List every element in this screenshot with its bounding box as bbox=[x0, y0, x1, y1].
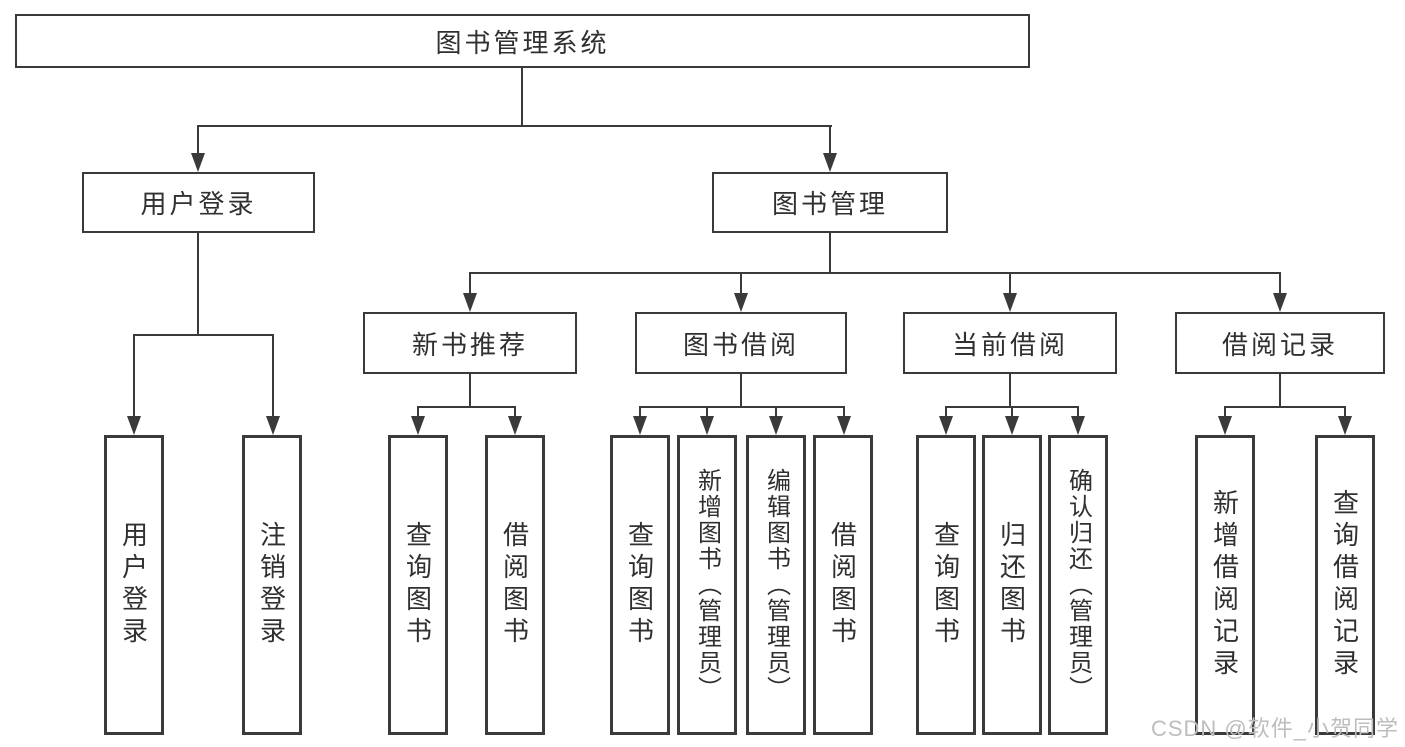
leaf-query-books-recommend-label: 查询图书 bbox=[402, 521, 433, 649]
connector-line bbox=[740, 272, 742, 299]
connector-line bbox=[740, 374, 742, 408]
connector-line bbox=[197, 125, 199, 155]
arrow-down-icon bbox=[939, 416, 953, 435]
leaf-user-login: 用户登录 bbox=[104, 435, 164, 735]
leaf-query-books-borrow: 查询图书 bbox=[610, 435, 670, 735]
connector-line bbox=[1224, 406, 1346, 408]
arrow-down-icon bbox=[1338, 416, 1352, 435]
connector-line bbox=[197, 125, 832, 127]
connector-line bbox=[1344, 406, 1346, 418]
node-new-book-recommend-label: 新书推荐 bbox=[411, 329, 528, 360]
arrow-down-icon bbox=[266, 416, 280, 435]
arrow-down-icon bbox=[508, 416, 522, 435]
leaf-query-borrow-record: 查询借阅记录 bbox=[1315, 435, 1375, 735]
leaf-return-book: 归还图书 bbox=[982, 435, 1042, 735]
arrow-down-icon bbox=[700, 416, 714, 435]
connector-line bbox=[521, 68, 523, 127]
arrow-down-icon bbox=[1273, 293, 1287, 312]
leaf-edit-book-admin: 编辑图书（管理员） bbox=[746, 435, 806, 735]
connector-line bbox=[133, 334, 274, 336]
connector-line bbox=[775, 406, 777, 418]
connector-line bbox=[639, 406, 845, 408]
node-borrow-records: 借阅记录 bbox=[1175, 312, 1385, 374]
arrow-down-icon bbox=[633, 416, 647, 435]
leaf-add-borrow-record: 新增借阅记录 bbox=[1195, 435, 1255, 735]
connector-line bbox=[1009, 272, 1011, 299]
leaf-borrow-books-recommend: 借阅图书 bbox=[485, 435, 545, 735]
leaf-query-borrow-record-label: 查询借阅记录 bbox=[1329, 489, 1360, 681]
connector-line bbox=[514, 406, 516, 418]
leaf-confirm-return-admin-label: 确认归还（管理员） bbox=[1064, 468, 1092, 702]
node-book-management: 图书管理 bbox=[712, 172, 948, 233]
connector-line bbox=[1279, 272, 1281, 299]
node-book-management-label: 图书管理 bbox=[771, 189, 888, 219]
leaf-logout: 注销登录 bbox=[242, 435, 302, 735]
leaf-query-books-borrow-label: 查询图书 bbox=[624, 521, 655, 649]
connector-line bbox=[469, 374, 471, 408]
arrow-down-icon bbox=[1071, 416, 1085, 435]
node-library-system: 图书管理系统 bbox=[15, 14, 1030, 68]
arrow-down-icon bbox=[769, 416, 783, 435]
arrow-down-icon bbox=[823, 153, 837, 172]
leaf-return-book-label: 归还图书 bbox=[996, 521, 1027, 649]
connector-line bbox=[417, 406, 419, 418]
node-current-borrowing-label: 当前借阅 bbox=[951, 329, 1068, 360]
connector-line bbox=[1009, 374, 1011, 408]
leaf-query-books-current-label: 查询图书 bbox=[930, 521, 961, 649]
arrow-down-icon bbox=[1005, 416, 1019, 435]
node-user-login-label: 用户登录 bbox=[140, 189, 257, 219]
connector-line bbox=[272, 334, 274, 418]
connector-line bbox=[469, 272, 1281, 274]
leaf-add-borrow-record-label: 新增借阅记录 bbox=[1209, 489, 1240, 681]
arrow-down-icon bbox=[837, 416, 851, 435]
node-current-borrowing: 当前借阅 bbox=[903, 312, 1117, 374]
arrow-down-icon bbox=[734, 293, 748, 312]
arrow-down-icon bbox=[463, 293, 477, 312]
arrow-down-icon bbox=[127, 416, 141, 435]
connector-line bbox=[639, 406, 641, 418]
connector-line bbox=[417, 406, 516, 408]
connector-line bbox=[843, 406, 845, 418]
connector-line bbox=[469, 272, 471, 299]
leaf-user-login-label: 用户登录 bbox=[118, 521, 149, 649]
connector-line bbox=[1279, 374, 1281, 408]
connector-line bbox=[133, 334, 135, 418]
node-book-borrowing-label: 图书借阅 bbox=[682, 329, 799, 360]
csdn-watermark: CSDN @软件_小贺同学 bbox=[1150, 716, 1399, 741]
connector-line bbox=[1011, 406, 1013, 418]
leaf-borrow-books-label: 借阅图书 bbox=[827, 521, 858, 649]
leaf-logout-label: 注销登录 bbox=[256, 521, 287, 649]
leaf-borrow-books-recommend-label: 借阅图书 bbox=[499, 521, 530, 649]
connector-line bbox=[829, 233, 831, 274]
leaf-edit-book-admin-label: 编辑图书（管理员） bbox=[762, 468, 790, 702]
node-library-system-label: 图书管理系统 bbox=[435, 27, 610, 58]
arrow-down-icon bbox=[1218, 416, 1232, 435]
connector-line bbox=[706, 406, 708, 418]
connector-line bbox=[197, 233, 199, 336]
node-new-book-recommend: 新书推荐 bbox=[363, 312, 577, 374]
arrow-down-icon bbox=[1003, 293, 1017, 312]
arrow-down-icon bbox=[411, 416, 425, 435]
connector-line bbox=[1224, 406, 1226, 418]
leaf-query-books-recommend: 查询图书 bbox=[388, 435, 448, 735]
connector-line bbox=[1077, 406, 1079, 418]
connector-line bbox=[945, 406, 947, 418]
connector-line bbox=[829, 125, 831, 155]
leaf-query-books-current: 查询图书 bbox=[916, 435, 976, 735]
leaf-borrow-books: 借阅图书 bbox=[813, 435, 873, 735]
node-user-login: 用户登录 bbox=[82, 172, 315, 233]
leaf-add-book-admin: 新增图书（管理员） bbox=[677, 435, 737, 735]
node-book-borrowing: 图书借阅 bbox=[635, 312, 847, 374]
leaf-add-book-admin-label: 新增图书（管理员） bbox=[693, 468, 721, 702]
node-borrow-records-label: 借阅记录 bbox=[1221, 329, 1338, 360]
leaf-confirm-return-admin: 确认归还（管理员） bbox=[1048, 435, 1108, 735]
arrow-down-icon bbox=[191, 153, 205, 172]
